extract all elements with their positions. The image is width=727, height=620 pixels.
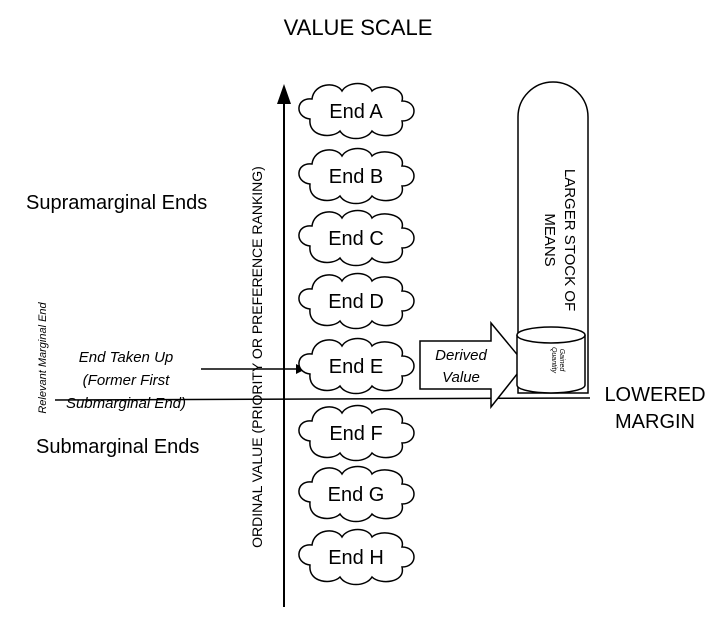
derived-value-arrow: [419, 320, 526, 410]
gained-quantity-line1: Gained: [558, 349, 565, 373]
end-label-h: End H: [328, 547, 384, 569]
derived-value-line1: Derived: [435, 347, 487, 364]
end-label-b: End B: [329, 166, 383, 188]
end-label-f: End F: [329, 423, 382, 445]
end-taken-up-line1: End Taken Up: [79, 349, 174, 366]
end-cloud-e: [298, 337, 415, 395]
supramarginal-label: Supramarginal Ends: [26, 192, 207, 214]
stock-label-line1: LARGER STOCK OF: [561, 169, 578, 311]
end-cloud-b: [298, 147, 415, 205]
derived-value-line2: Value: [442, 369, 480, 386]
end-label-a: End A: [329, 101, 383, 123]
end-cloud-a: [298, 82, 415, 140]
lowered-margin-line2: MARGIN: [615, 411, 695, 433]
end-label-e: End E: [329, 356, 383, 378]
submarginal-label: Submarginal Ends: [36, 436, 199, 458]
relevant-marginal-label: Relevant Marginal End: [37, 301, 49, 413]
stock-of-means-capsule: [517, 81, 589, 394]
end-cloud-c: [298, 209, 415, 267]
lowered-margin-line1: LOWERED: [604, 384, 705, 406]
stock-label-line2: MEANS: [541, 213, 558, 266]
axis-label: ORDINAL VALUE (PRIORITY OR PREFERENCE RA…: [249, 166, 265, 548]
end-cloud-g: [298, 465, 415, 523]
ends-scale: End A End B End C End D End E End F End G End H: [298, 82, 415, 586]
gained-quantity-cylinder-top: [516, 326, 586, 344]
end-cloud-h: [298, 528, 415, 586]
axis-arrowhead: [277, 84, 291, 104]
end-taken-up-line3: Submarginal End): [66, 395, 186, 412]
end-label-c: End C: [328, 228, 384, 250]
end-label-g: End G: [328, 484, 385, 506]
gained-quantity-line2: Quantity: [550, 347, 557, 374]
end-cloud-f: [298, 404, 415, 462]
margin-line: [54, 397, 591, 401]
gained-quantity-cylinder: [516, 335, 586, 394]
diagram-title: VALUE SCALE: [284, 15, 433, 40]
end-cloud-d: [298, 272, 415, 330]
end-taken-up-line2: (Former First: [83, 372, 170, 389]
end-label-d: End D: [328, 291, 384, 313]
